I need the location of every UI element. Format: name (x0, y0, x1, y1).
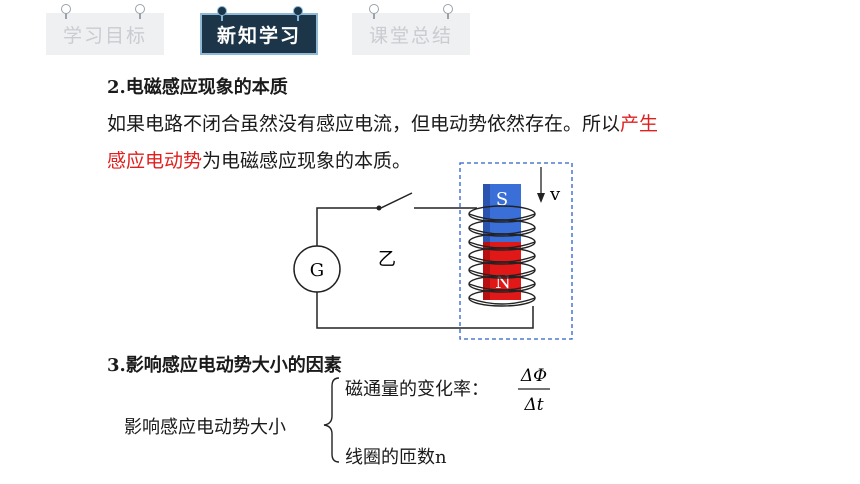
magnet-n-label: N (495, 272, 511, 293)
paragraph-text: 如果电路不闭合虽然没有感应电流，但电动势依然存在。所以 (107, 113, 621, 135)
switch-contact (376, 205, 382, 211)
pin-icon (135, 4, 145, 19)
coil-front (468, 213, 536, 305)
highlight-text: 感应电动势 (107, 150, 203, 172)
section-heading: 2.电磁感应现象的本质 (107, 77, 288, 98)
factor-flux-rate: 磁通量的变化率： (345, 379, 489, 400)
magnet-region-box (459, 162, 573, 340)
tab-new-knowledge[interactable]: 新知学习 (200, 6, 318, 55)
tab-label: 学习目标 (62, 24, 147, 47)
galvanometer-label: G (310, 260, 324, 281)
brace-icon (323, 377, 340, 463)
magnet-s-pole-shade (483, 184, 490, 242)
paragraph-line: 感应电动势为电磁感应现象的本质。 (107, 148, 411, 175)
circuit-wire (316, 207, 377, 246)
magnet-s-label: S (496, 189, 508, 210)
pin-icon (217, 6, 227, 21)
velocity-arrowhead (537, 193, 545, 203)
paragraph-line: 如果电路不闭合虽然没有感应电流，但电动势依然存在。所以产生 (107, 111, 658, 138)
tab-label: 新知学习 (216, 24, 301, 47)
paragraph-text: 为电磁感应现象的本质。 (202, 150, 412, 172)
circuit-wire (316, 290, 534, 329)
tab-label: 课堂总结 (368, 24, 453, 47)
coil (468, 205, 536, 307)
tab-learning-goals[interactable]: 学习目标 (46, 4, 164, 55)
magnet-n-pole-shade (483, 242, 490, 300)
highlight-text: 产生 (620, 113, 659, 135)
switch-blade (380, 192, 413, 209)
magnet-s-pole (483, 184, 521, 242)
velocity-label: v (549, 184, 561, 205)
pin-icon (369, 4, 379, 19)
pin-icon (293, 6, 303, 21)
pin-icon (61, 4, 71, 19)
pin-icon (443, 4, 453, 19)
tab-class-summary[interactable]: 课堂总结 (352, 4, 470, 55)
factor-turns: 线圈的匝数n (345, 447, 447, 468)
galvanometer (293, 245, 341, 293)
factor-root: 影响感应电动势大小 (124, 417, 286, 438)
fraction-denominator: Δt (523, 395, 543, 415)
diagram-label: 乙 (378, 249, 396, 270)
magnet-n-pole (483, 242, 521, 300)
fraction-numerator: ΔΦ (520, 366, 547, 386)
section-heading: 3.影响感应电动势大小的因素 (107, 355, 342, 376)
